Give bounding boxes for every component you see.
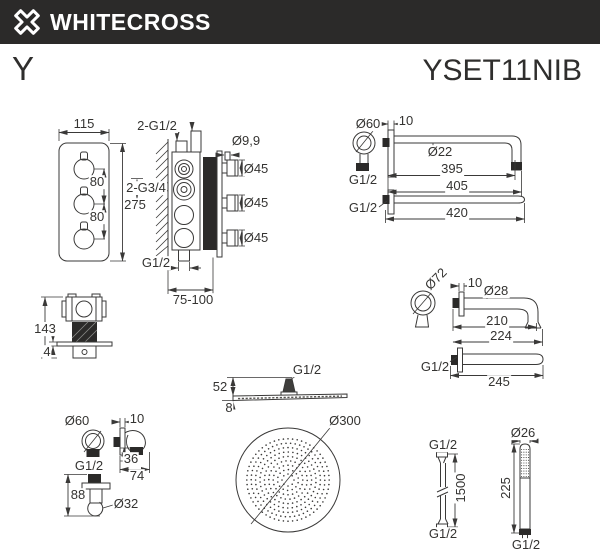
spray-nozzle-dots bbox=[246, 438, 331, 522]
dim-head-diameter: Ø300 bbox=[328, 413, 362, 429]
dim-knob-pitch-2: 80 bbox=[88, 209, 106, 225]
model-number: YSET11NIB bbox=[422, 54, 582, 87]
dim-elbow-flange-dia: Ø60 bbox=[63, 413, 91, 429]
dim-arm-len-straight: 420 bbox=[445, 205, 469, 221]
series-label: Y bbox=[12, 50, 35, 87]
dim-handshower-thread: G1/2 bbox=[510, 537, 542, 551]
dim-spout-len-overall: 224 bbox=[489, 328, 513, 344]
dim-knob-dia-3: Ø45 bbox=[242, 230, 270, 246]
dim-knob-dia-1: Ø45 bbox=[242, 161, 270, 177]
handshower-spray-dots bbox=[521, 448, 530, 478]
dim-knob-pitch-1: 80 bbox=[88, 174, 106, 190]
dim-arm-flange-depth: 10 bbox=[397, 113, 415, 129]
dim-head-height: 52 bbox=[211, 379, 229, 395]
dim-valve-height: 275 bbox=[123, 197, 147, 213]
dim-body-height: 143 bbox=[33, 321, 57, 337]
whitecross-x-logo-icon bbox=[10, 5, 44, 39]
brand-header-bar: WHITECROSS bbox=[0, 0, 600, 44]
valve-side-drawing bbox=[131, 122, 245, 294]
dim-valve-width: 115 bbox=[72, 116, 96, 132]
dim-side-threads: 2-G3/4 bbox=[125, 180, 167, 196]
dim-spout-flange-depth: 10 bbox=[466, 275, 484, 291]
dim-holder-length: 74 bbox=[128, 468, 146, 484]
dim-arm-tube-dia: Ø22 bbox=[426, 144, 454, 160]
dim-handshower-length: 225 bbox=[498, 476, 514, 500]
dim-spout-thread: G1/2 bbox=[419, 359, 451, 375]
dim-hose-length: 1500 bbox=[453, 472, 469, 504]
dim-head-thread: G1/2 bbox=[291, 362, 323, 378]
dim-hook-diameter: Ø32 bbox=[112, 496, 140, 512]
dim-elbow-body-height: 88 bbox=[69, 487, 87, 503]
dim-knob-dia-2: Ø45 bbox=[242, 195, 270, 211]
dim-arm-wall-thread: G1/2 bbox=[347, 172, 379, 188]
dim-handshower-dia: Ø26 bbox=[509, 425, 537, 441]
dim-hose-thread-top: G1/2 bbox=[427, 437, 459, 453]
dim-arm-flange-dia: Ø60 bbox=[354, 116, 382, 132]
dim-bottom-thread: G1/2 bbox=[140, 255, 172, 271]
dim-elbow-depth: 10 bbox=[128, 411, 146, 427]
brand-name: WHITECROSS bbox=[50, 8, 211, 35]
dim-plate-thickness: 4 bbox=[42, 344, 52, 360]
head-shower-drawing bbox=[222, 375, 348, 533]
dim-hose-thread-bottom: G1/2 bbox=[427, 526, 459, 542]
dim-stem-diameter: Ø9,9 bbox=[230, 133, 262, 149]
dim-elbow-thread: G1/2 bbox=[73, 458, 105, 474]
dim-arm-len-bend: 395 bbox=[440, 161, 464, 177]
shower-arm-drawing bbox=[352, 120, 526, 223]
dim-head-thickness: 8 bbox=[224, 400, 234, 416]
dim-install-depth: 75-100 bbox=[171, 292, 215, 308]
valve-body-top-drawing bbox=[41, 293, 113, 359]
dim-spout-tube-dia: Ø28 bbox=[482, 283, 510, 299]
dim-arm-len-overall: 405 bbox=[445, 178, 469, 194]
valve-front-drawing bbox=[58, 129, 126, 262]
dim-top-threads: 2-G1/2 bbox=[136, 118, 178, 134]
hand-shower-drawing bbox=[511, 438, 539, 540]
dim-holder-height: 36 bbox=[122, 451, 140, 467]
dim-spout-len-bend: 210 bbox=[485, 313, 509, 329]
dim-spout-len-straight: 245 bbox=[487, 374, 511, 390]
dim-arm-thread-2: G1/2 bbox=[347, 200, 379, 216]
